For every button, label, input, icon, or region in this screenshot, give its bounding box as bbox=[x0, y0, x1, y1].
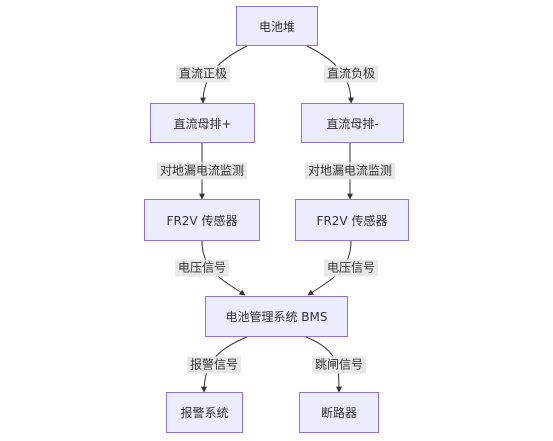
node-alarm-system: 报警系统 bbox=[166, 392, 243, 433]
edge-label-dc-negative: 直流负极 bbox=[323, 65, 379, 83]
node-battery-stack: 电池堆 bbox=[236, 6, 318, 46]
edge-label-leak-monitor-left: 对地漏电流监测 bbox=[156, 162, 248, 180]
node-bms: 电池管理系统 BMS bbox=[205, 296, 348, 337]
edge-label-alarm-signal: 报警信号 bbox=[186, 356, 242, 374]
node-fr2v-sensor-right: FR2V 传感器 bbox=[295, 199, 409, 241]
edge-label-voltage-signal-right: 电压信号 bbox=[323, 259, 379, 277]
node-dc-busbar-positive: 直流母排+ bbox=[150, 103, 255, 143]
node-fr2v-sensor-left: FR2V 传感器 bbox=[144, 199, 260, 241]
edge-label-trip-signal: 跳闸信号 bbox=[311, 356, 367, 374]
edge-label-leak-monitor-right: 对地漏电流监测 bbox=[304, 162, 396, 180]
edge-label-dc-positive: 直流正极 bbox=[175, 65, 231, 83]
node-dc-busbar-negative: 直流母排- bbox=[301, 103, 404, 143]
edge-label-voltage-signal-left: 电压信号 bbox=[174, 259, 230, 277]
node-circuit-breaker: 断路器 bbox=[299, 392, 379, 433]
